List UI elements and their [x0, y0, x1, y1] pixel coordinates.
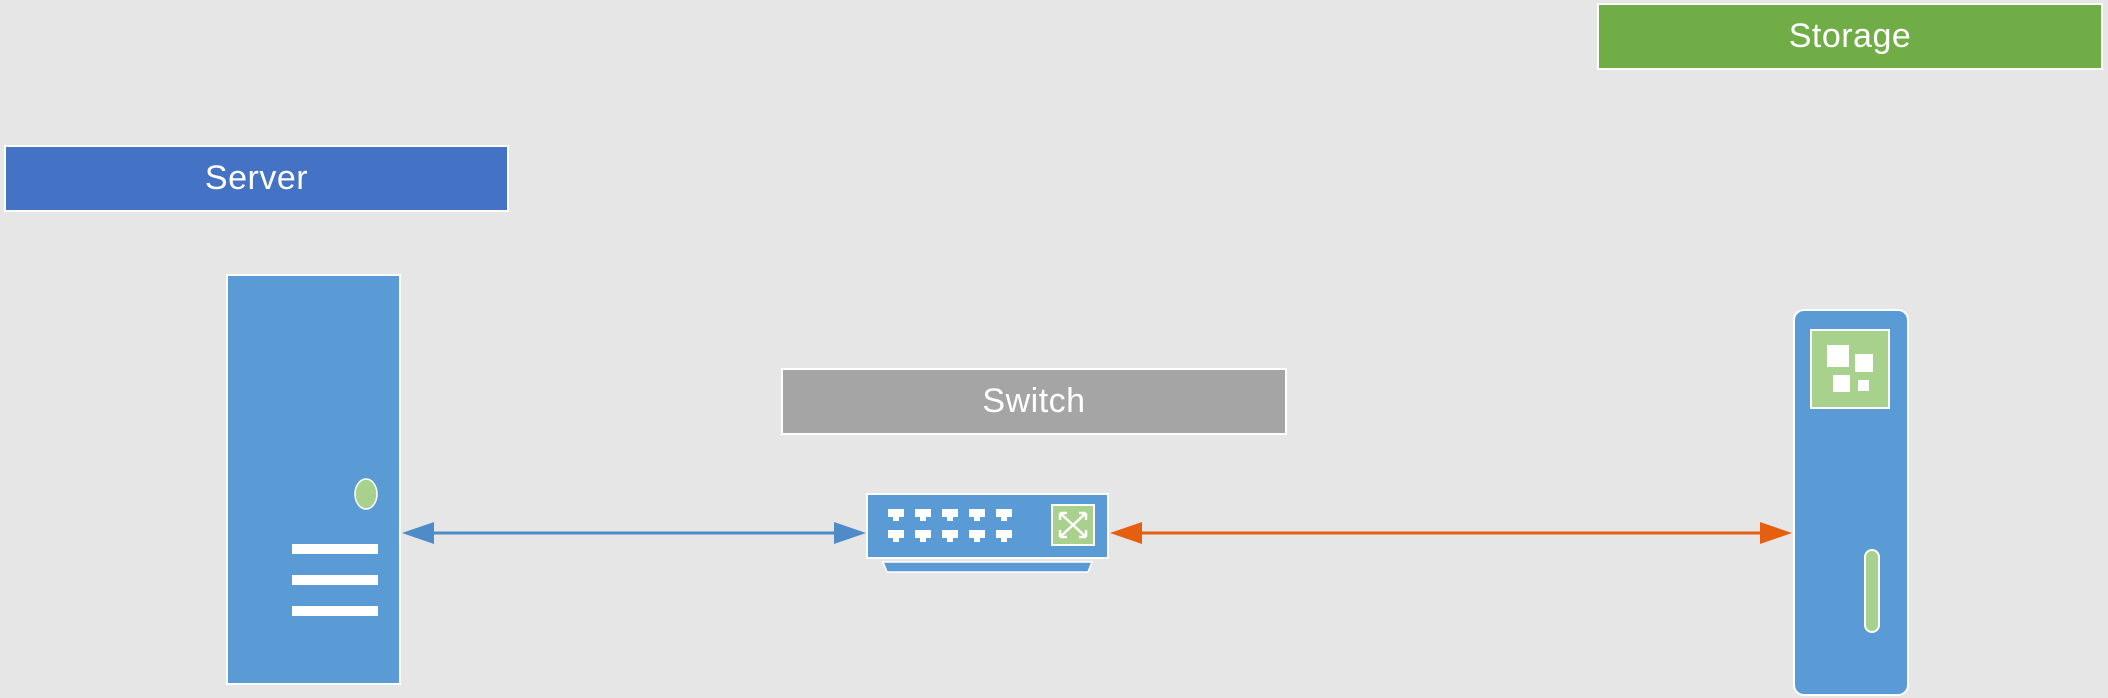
- storage-label: Storage: [1597, 3, 2103, 70]
- arrowhead-storage: [1760, 522, 1792, 544]
- link-switch-storage: [1110, 522, 1792, 544]
- switch-label: Switch: [781, 368, 1287, 435]
- storage-icon: [1793, 309, 1909, 696]
- switch-icon: [866, 493, 1109, 573]
- switch-ports: [888, 509, 1012, 542]
- server-label: Server: [4, 145, 509, 212]
- switch-crossover-icon: [1051, 504, 1095, 546]
- server-icon: [226, 274, 401, 685]
- switch-label-text: Switch: [982, 382, 1086, 420]
- arrowhead-server: [402, 522, 434, 544]
- server-label-text: Server: [204, 159, 309, 197]
- storage-label-text: Storage: [1788, 17, 1912, 55]
- arrowhead-switch-right: [1110, 522, 1142, 544]
- link-server-switch: [402, 522, 866, 544]
- arrowhead-switch-left: [834, 522, 866, 544]
